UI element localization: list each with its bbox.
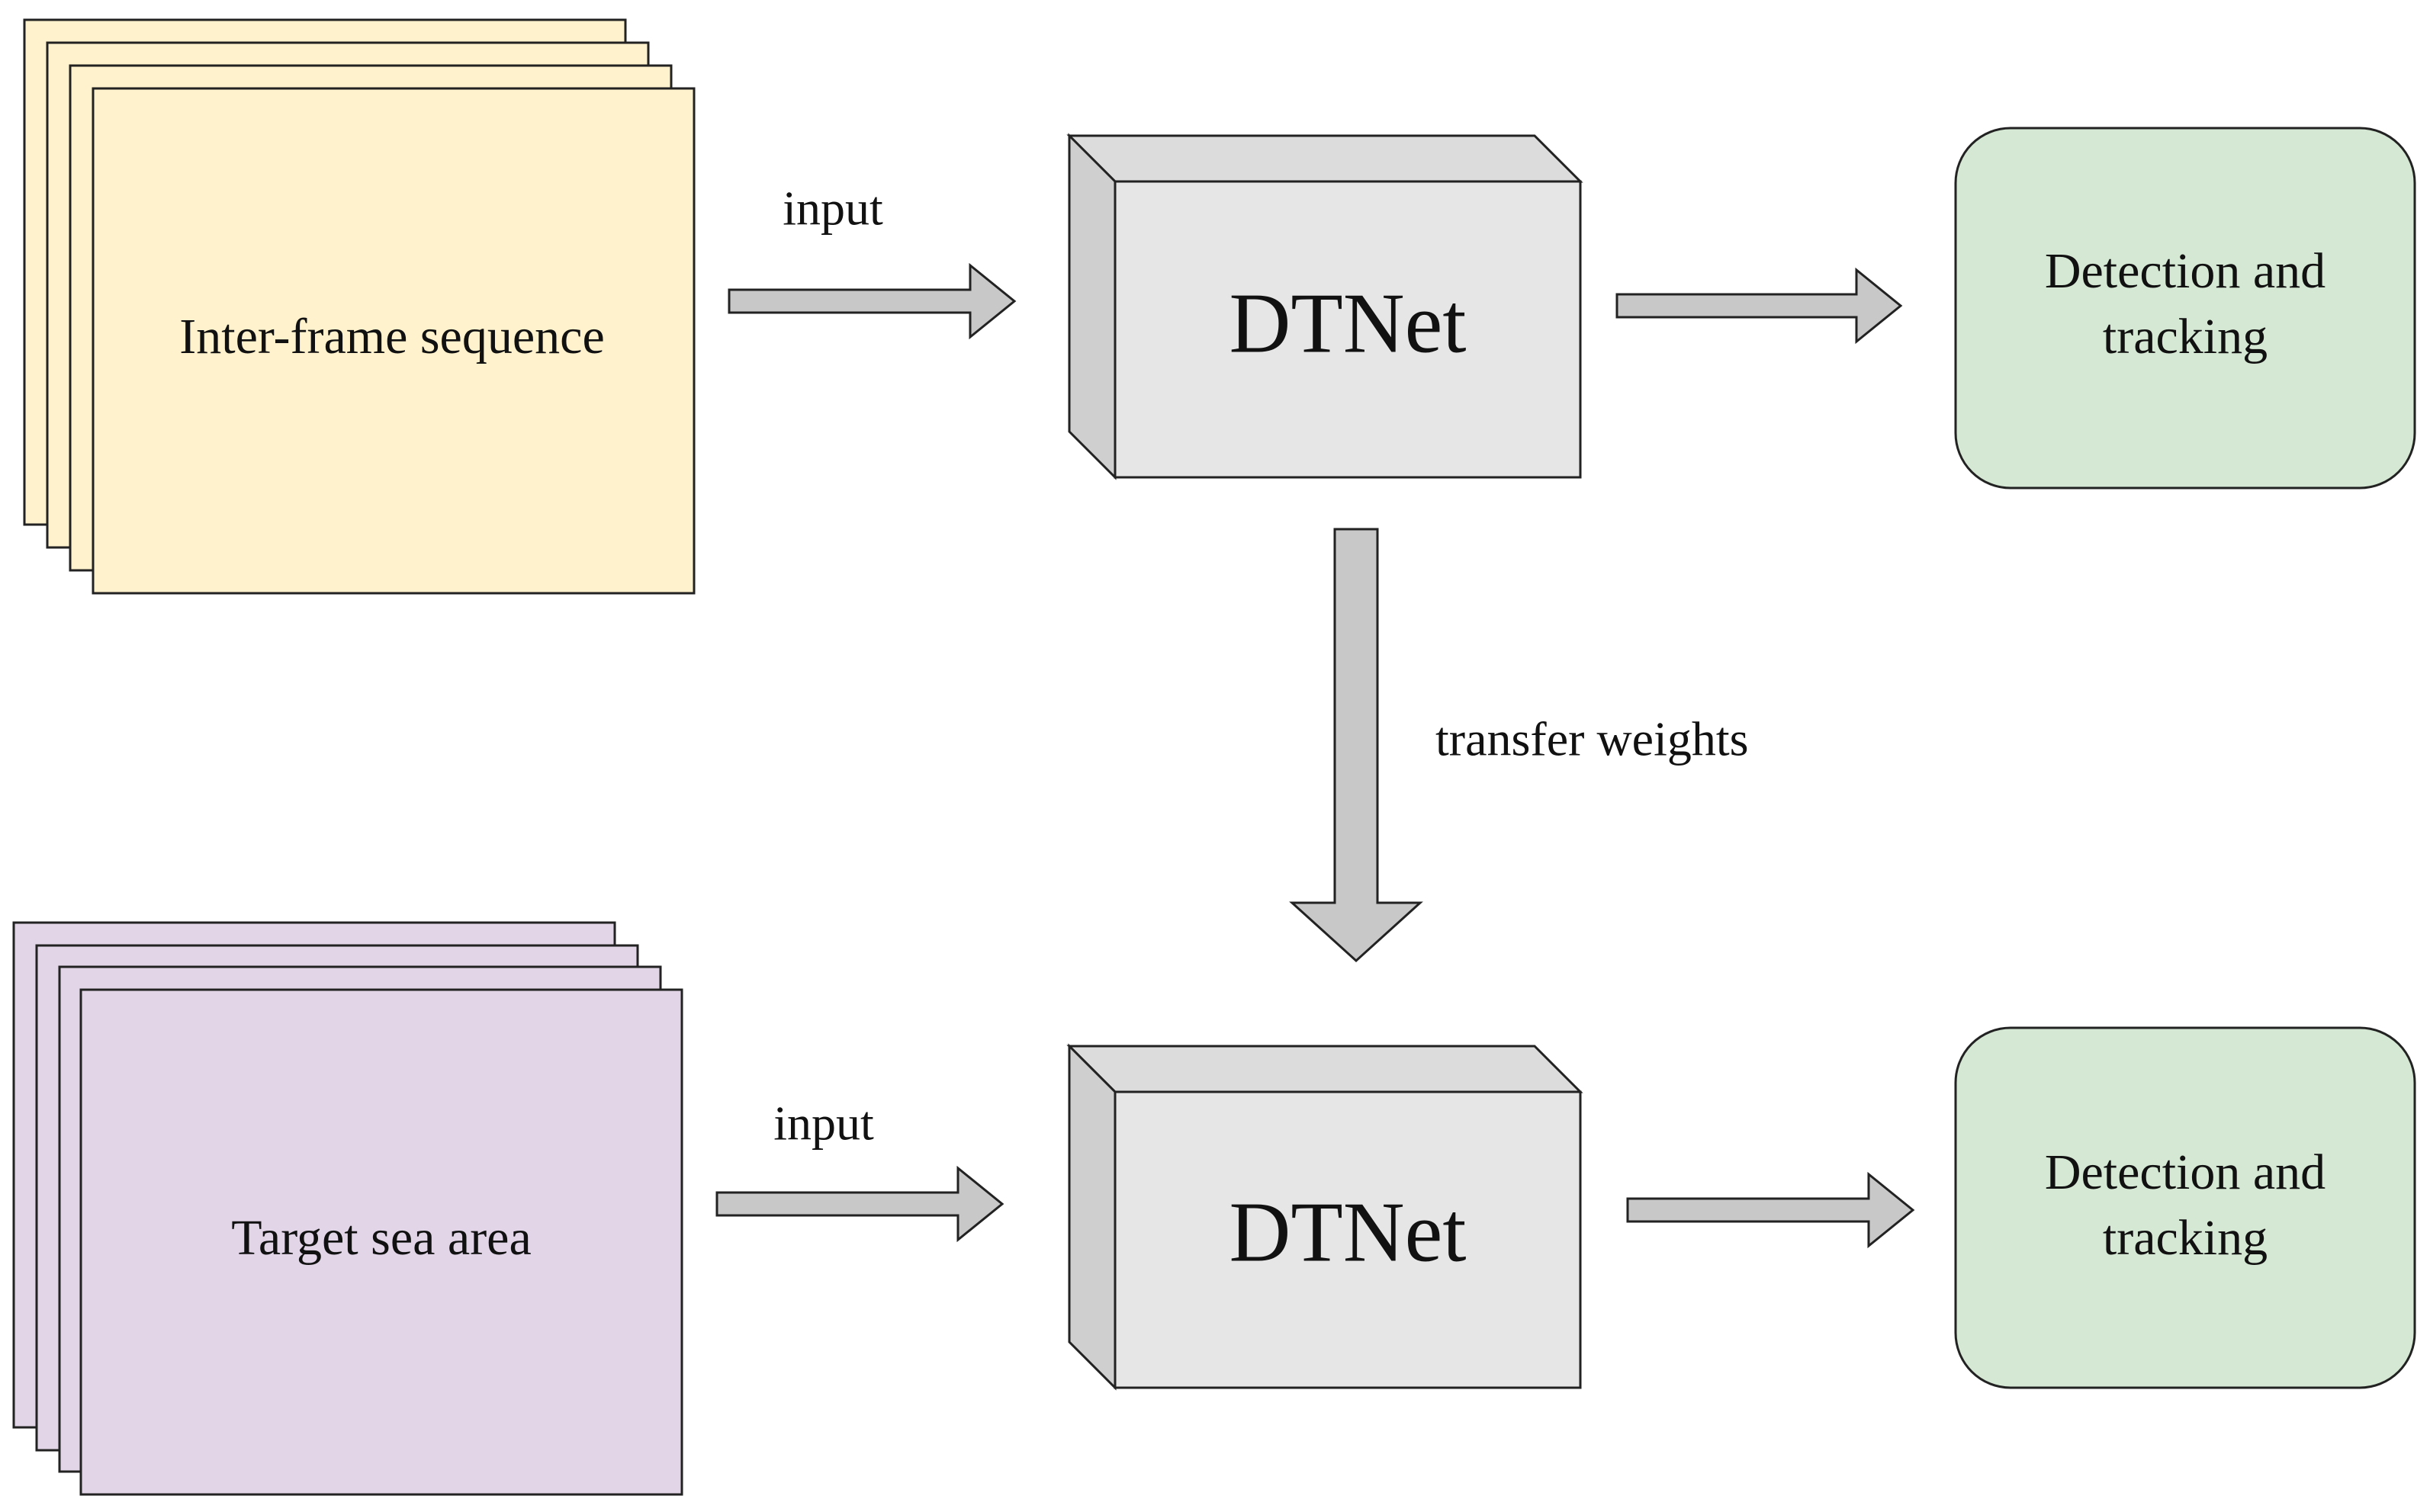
bottom-dtnet-front-face	[1114, 1090, 1582, 1389]
bottom-input-arrow	[715, 1165, 1004, 1243]
top-source-sheet-1	[92, 87, 696, 595]
top-source-stack: Inter-frame sequence	[23, 18, 696, 595]
top-input-label: input	[783, 181, 883, 236]
top-output-arrow	[1615, 267, 1903, 345]
bottom-dtnet-side-face	[1068, 1043, 1117, 1391]
top-source-label: Inter-frame sequence	[179, 309, 605, 364]
top-dtnet-block: DTNet	[1066, 133, 1583, 480]
top-dtnet-side-face	[1068, 133, 1117, 480]
top-input-arrow	[728, 262, 1017, 340]
bottom-output-label-line1: Detection and	[2045, 1144, 2326, 1200]
bottom-source-stack: Target sea area	[12, 921, 683, 1496]
top-dtnet-top-face	[1066, 134, 1583, 183]
bottom-input-label: input	[773, 1096, 874, 1151]
bottom-dtnet-label: DTNet	[1229, 1186, 1466, 1280]
transfer-weights-arrow	[1289, 528, 1423, 963]
top-output-label-line1: Detection and	[2045, 243, 2326, 299]
bottom-output-arrow	[1626, 1171, 1915, 1249]
top-dtnet-label: DTNet	[1229, 277, 1466, 371]
bottom-dtnet-top-face	[1066, 1045, 1583, 1093]
bottom-source-label: Target sea area	[231, 1210, 532, 1266]
transfer-weights-label: transfer weights	[1435, 712, 1749, 766]
top-output-box: Detection and tracking	[1954, 127, 2416, 490]
top-output-rect	[1954, 127, 2416, 490]
top-dtnet-front-face	[1114, 180, 1582, 479]
bottom-dtnet-block: DTNet	[1066, 1043, 1583, 1391]
bottom-output-box: Detection and tracking	[1954, 1026, 2416, 1389]
bottom-output-label-line2: tracking	[2103, 1210, 2268, 1266]
top-output-label-line2: tracking	[2103, 309, 2268, 364]
bottom-source-sheet-1	[79, 988, 683, 1496]
bottom-output-rect	[1954, 1026, 2416, 1389]
